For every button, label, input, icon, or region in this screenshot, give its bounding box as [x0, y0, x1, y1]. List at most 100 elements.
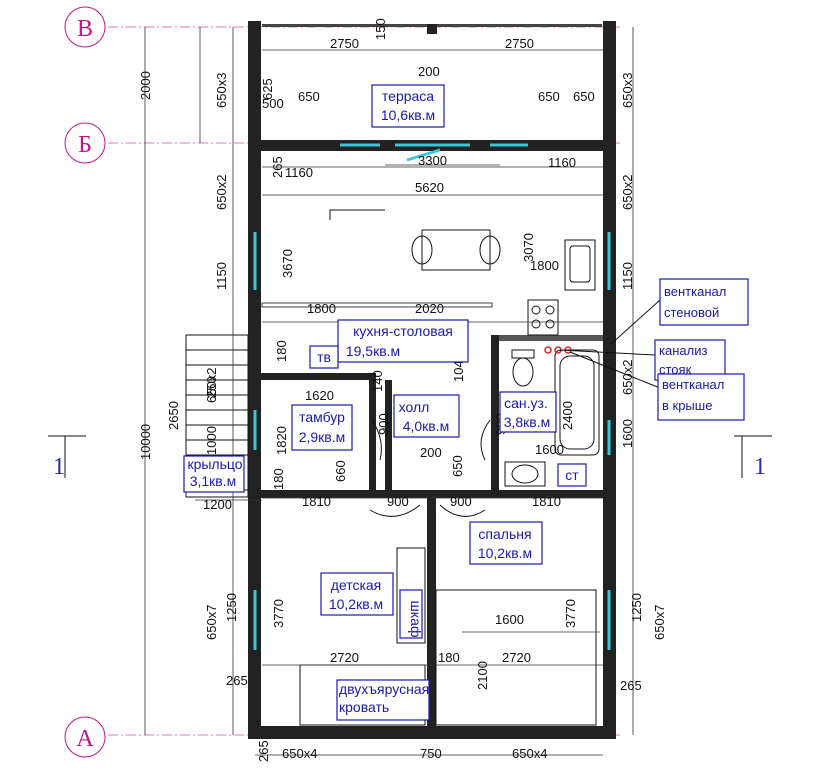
kitchen-counter-outline [329, 209, 385, 220]
svg-text:1150: 1150 [214, 262, 229, 290]
interior-walls [261, 302, 616, 730]
svg-text:900: 900 [376, 413, 391, 435]
svg-text:1250: 1250 [629, 593, 644, 622]
dimension-labels: 2750 2750 150 200 625 650 650 650 500 33… [138, 18, 667, 762]
svg-text:тв: тв [317, 349, 331, 365]
svg-text:180: 180 [438, 650, 460, 665]
svg-text:вентканал: вентканал [664, 284, 726, 299]
svg-text:детская: детская [331, 577, 382, 593]
svg-text:200: 200 [418, 64, 440, 79]
room-label-terrace: терраса 10,6кв.м [371, 84, 445, 128]
svg-text:265: 265 [620, 678, 642, 693]
room-label-tv: тв [309, 345, 339, 369]
room-label-vestibule: тамбур 2,9кв.м [291, 404, 353, 451]
svg-text:крыльцо: крыльцо [187, 456, 242, 472]
svg-text:660: 660 [333, 460, 348, 482]
svg-text:1: 1 [53, 454, 65, 480]
svg-text:750: 750 [420, 746, 442, 761]
wardrobe [396, 547, 426, 644]
svg-text:1160: 1160 [548, 155, 576, 170]
kitchen-sink [564, 239, 596, 291]
svg-text:1810: 1810 [532, 494, 561, 509]
svg-text:2020: 2020 [415, 301, 444, 316]
svg-text:спальня: спальня [478, 526, 531, 542]
svg-text:650x2: 650x2 [204, 368, 219, 403]
svg-text:1800: 1800 [530, 258, 559, 273]
svg-text:А: А [76, 726, 94, 752]
svg-text:140: 140 [370, 370, 385, 392]
door-swing [371, 419, 382, 461]
svg-text:5620: 5620 [415, 180, 444, 195]
door-swing [480, 419, 491, 461]
note-vent-wall: вентканал стеновой [609, 278, 749, 346]
svg-text:19,5кв.м: 19,5кв.м [346, 343, 400, 359]
svg-text:180: 180 [271, 468, 286, 490]
svg-text:1000: 1000 [204, 426, 219, 455]
svg-text:1620: 1620 [305, 388, 334, 403]
room-label-bath: сан.уз. 3,8кв.м [499, 391, 557, 433]
svg-text:650x7: 650x7 [652, 605, 667, 640]
stove [527, 299, 559, 336]
svg-text:3,8кв.м: 3,8кв.м [504, 414, 551, 430]
svg-text:1600: 1600 [535, 442, 564, 457]
svg-text:Б: Б [78, 132, 92, 158]
svg-text:265: 265 [226, 673, 248, 688]
svg-text:10,2кв.м: 10,2кв.м [478, 545, 532, 561]
svg-text:200: 200 [420, 445, 442, 460]
room-label-bunk: двухъярусная кровать [336, 679, 430, 721]
svg-text:3770: 3770 [563, 599, 578, 628]
svg-text:ст: ст [565, 467, 579, 483]
svg-text:1600: 1600 [620, 419, 635, 448]
room-label-kids: детская 10,2кв.м [320, 572, 394, 616]
svg-text:шкаф: шкаф [408, 601, 424, 638]
svg-text:1820: 1820 [274, 426, 289, 455]
axis-marker-a: А [64, 716, 106, 758]
axis-marker-v: В [64, 6, 106, 48]
svg-text:3670: 3670 [280, 249, 295, 278]
svg-text:1810: 1810 [302, 494, 331, 509]
svg-text:2400: 2400 [560, 401, 575, 430]
svg-text:180: 180 [274, 340, 289, 362]
svg-text:вентканал: вентканал [662, 377, 724, 392]
svg-text:250: 250 [204, 376, 219, 398]
toilet [511, 349, 535, 387]
section-marker-left: 1 [48, 435, 86, 480]
door-swing [406, 148, 441, 162]
svg-text:3770: 3770 [271, 599, 286, 628]
svg-text:3,1кв.м: 3,1кв.м [190, 473, 237, 489]
svg-text:10,6кв.м: 10,6кв.м [381, 107, 435, 123]
svg-text:1160: 1160 [285, 165, 313, 180]
section-marker-right: 1 [734, 435, 772, 480]
svg-text:кухня-столовая: кухня-столовая [353, 323, 453, 339]
svg-text:1150: 1150 [620, 262, 635, 290]
svg-text:стеновой: стеновой [664, 305, 719, 320]
svg-text:2100: 2100 [475, 661, 490, 690]
svg-text:терраса: терраса [382, 88, 434, 104]
axis-marker-b: Б [64, 122, 106, 164]
svg-text:2720: 2720 [330, 650, 359, 665]
dining-table [411, 229, 501, 271]
svg-text:650x7: 650x7 [204, 605, 219, 640]
svg-text:2750: 2750 [505, 36, 534, 51]
svg-text:2,9кв.м: 2,9кв.м [299, 429, 346, 445]
svg-text:500: 500 [262, 96, 284, 111]
svg-text:3070: 3070 [521, 233, 536, 262]
svg-text:4,0кв.м: 4,0кв.м [403, 418, 450, 434]
svg-text:в крыше: в крыше [662, 398, 712, 413]
room-label-porch: крыльцо 3,1кв.м [183, 455, 245, 493]
svg-text:900: 900 [387, 494, 409, 509]
svg-text:265: 265 [256, 740, 271, 762]
svg-text:265: 265 [270, 156, 285, 178]
svg-text:625: 625 [260, 78, 275, 100]
svg-text:стояк: стояк [659, 362, 692, 377]
dimension-lines [144, 27, 634, 756]
note-vent-roof: вентканал в крыше [569, 351, 745, 421]
svg-text:10000: 10000 [138, 424, 153, 460]
svg-text:тамбур: тамбур [299, 409, 345, 425]
svg-text:сан.уз.: сан.уз. [504, 395, 548, 411]
svg-text:1200: 1200 [203, 497, 232, 512]
svg-text:650x2: 650x2 [620, 360, 635, 395]
svg-text:1600: 1600 [495, 612, 524, 627]
svg-text:2720: 2720 [502, 650, 531, 665]
svg-text:650: 650 [538, 89, 560, 104]
